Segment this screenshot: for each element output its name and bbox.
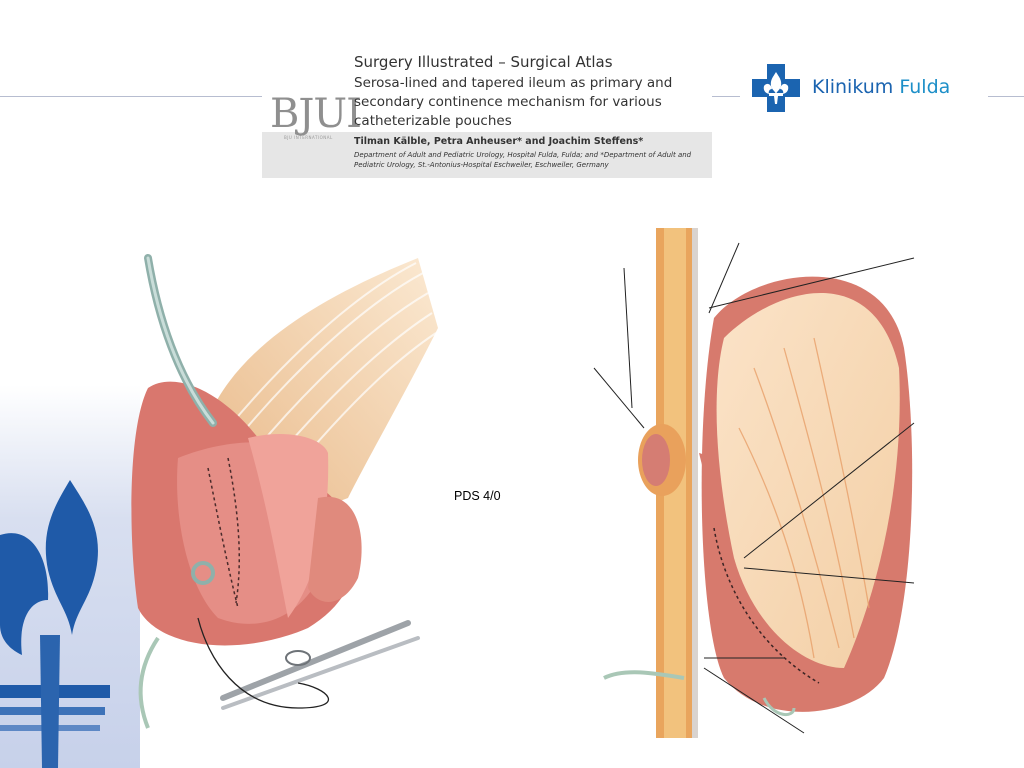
article-citation: BJUI BJU INTERNATIONAL Surgery Illustrat… [262, 44, 712, 178]
author-band [262, 132, 712, 178]
suture-annotation: PDS 4/0 [454, 489, 501, 503]
article-affiliation: Department of Adult and Pediatric Urolog… [354, 151, 692, 169]
header-rule-middle [712, 96, 740, 97]
surgical-illustration-pouch-icon [131, 254, 438, 729]
klinikum-logo: Klinikum Fulda [750, 62, 986, 114]
klinikum-logo-text: Klinikum Fulda [812, 76, 950, 98]
cross-fleur-de-lis-icon [752, 64, 800, 112]
article-authors: Tilman Kälble, Petra Anheuser* and Joach… [354, 136, 644, 147]
header-rule-left [0, 96, 262, 97]
decorative-fleur-de-lis-watermark [0, 385, 140, 768]
klinikum-logo-word1: Klinikum [812, 76, 894, 98]
bjui-logo: BJUI [270, 91, 362, 137]
bjui-logo-subtitle: BJU INTERNATIONAL [284, 135, 333, 140]
klinikum-logo-word2: Fulda [899, 76, 951, 98]
atlas-title: Surgery Illustrated – Surgical Atlas [354, 53, 613, 71]
surgical-illustration-stoma-icon [593, 228, 915, 738]
article-title: Serosa-lined and tapered ileum as primar… [354, 75, 673, 129]
header-rule-right [988, 96, 1024, 97]
